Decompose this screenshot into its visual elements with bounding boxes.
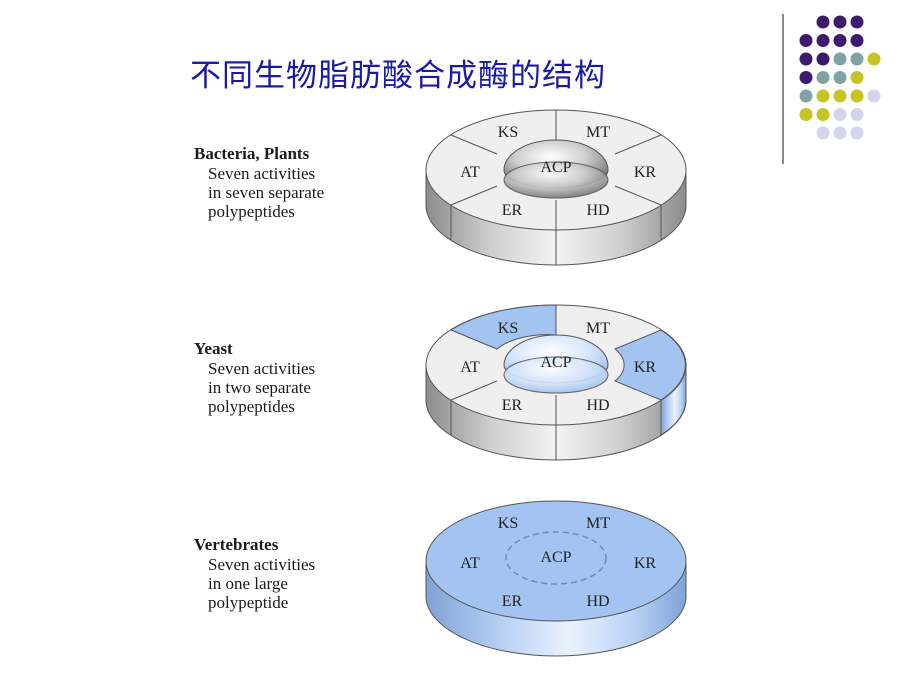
- label-acp: ACP: [540, 159, 571, 176]
- decor-dot: [850, 108, 864, 121]
- organism-desc-line: polypeptide: [208, 593, 289, 612]
- label-hd: HD: [586, 593, 609, 610]
- organism-desc-line: Seven activities: [208, 359, 316, 378]
- disk-yeast: ACP KS MT KR HD ER AT: [425, 304, 687, 461]
- label-er: ER: [502, 593, 523, 610]
- label-kr: KR: [634, 164, 657, 181]
- decor-dot: [850, 71, 864, 84]
- label-mt: MT: [586, 320, 610, 337]
- decor-dot: [850, 34, 864, 47]
- decorative-dot-grid: [799, 15, 881, 140]
- decor-dot: [833, 52, 847, 66]
- decor-dot: [833, 89, 847, 103]
- organism-desc-line: in seven separate: [208, 183, 325, 202]
- organism-desc-line: in two separate: [208, 378, 311, 397]
- organism-desc-line: polypeptides: [208, 397, 295, 416]
- label-mt: MT: [586, 124, 610, 141]
- decor-dot: [816, 52, 830, 66]
- label-ks: KS: [498, 515, 518, 532]
- decor-dot: [799, 108, 813, 121]
- label-mt: MT: [586, 515, 610, 532]
- decor-dot: [816, 89, 830, 103]
- decor-dot: [816, 108, 830, 121]
- decor-dot: [833, 71, 847, 84]
- decor-dot: [850, 89, 864, 103]
- organism-name: Yeast: [194, 339, 233, 358]
- organism-desc-line: polypeptides: [208, 202, 295, 221]
- disk-bacteria-plants: ACP KS MT KR HD ER AT: [425, 109, 687, 266]
- organism-name: Bacteria, Plants: [194, 144, 310, 163]
- decor-dot: [799, 52, 813, 66]
- decor-dot: [867, 52, 881, 66]
- label-at: AT: [460, 555, 480, 572]
- label-ks: KS: [498, 124, 518, 141]
- decor-dot: [816, 34, 830, 47]
- decor-dot: [833, 34, 847, 47]
- decor-dot: [850, 126, 864, 140]
- decor-dot: [867, 89, 881, 103]
- decor-dot: [816, 15, 830, 29]
- label-at: AT: [460, 164, 480, 181]
- decor-dot: [816, 71, 830, 84]
- label-at: AT: [460, 359, 480, 376]
- disk-vertebrates: ACP KS MT KR HD ER AT: [425, 500, 687, 657]
- decor-dot: [799, 71, 813, 84]
- decor-dot: [850, 15, 864, 29]
- label-hd: HD: [586, 202, 609, 219]
- decor-dot: [833, 126, 847, 140]
- label-ks: KS: [498, 320, 518, 337]
- organism-desc-line: Seven activities: [208, 164, 316, 183]
- organism-name: Vertebrates: [194, 535, 279, 554]
- organism-desc-line: in one large: [208, 574, 288, 593]
- slide-title: 不同生物脂肪酸合成酶的结构: [190, 58, 606, 94]
- organism-bacteria-plants: Bacteria, Plants Seven activities in sev…: [194, 144, 414, 221]
- decor-dot: [799, 89, 813, 103]
- organism-yeast: Yeast Seven activities in two separate p…: [194, 339, 414, 416]
- label-er: ER: [502, 202, 523, 219]
- label-acp: ACP: [540, 354, 571, 371]
- label-hd: HD: [586, 397, 609, 414]
- decor-dot: [816, 126, 830, 140]
- acp-dashed-outline: [505, 531, 607, 585]
- decor-dot: [799, 34, 813, 47]
- decor-dot: [833, 15, 847, 29]
- decorative-divider: [782, 14, 784, 164]
- label-er: ER: [502, 397, 523, 414]
- label-acp: ACP: [540, 549, 571, 566]
- disk-top: [425, 500, 687, 622]
- organism-vertebrates: Vertebrates Seven activities in one larg…: [194, 535, 414, 612]
- label-kr: KR: [634, 555, 657, 572]
- decor-dot: [850, 52, 864, 66]
- organism-desc-line: Seven activities: [208, 555, 316, 574]
- label-kr: KR: [634, 359, 657, 376]
- decor-dot: [833, 108, 847, 121]
